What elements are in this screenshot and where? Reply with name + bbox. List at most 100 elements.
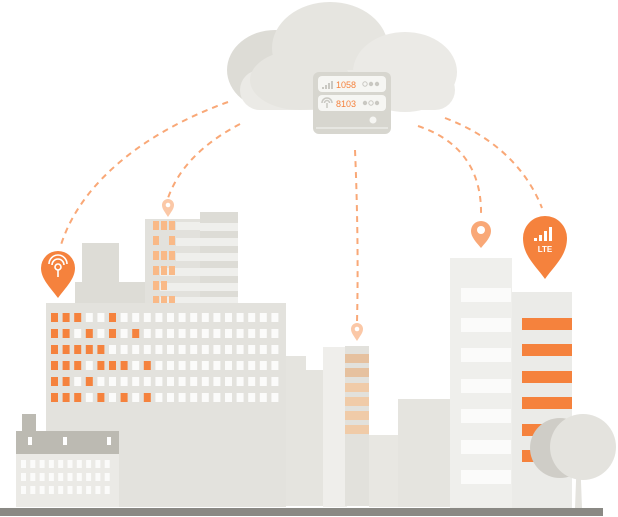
window bbox=[30, 473, 36, 481]
window-lit bbox=[153, 236, 159, 245]
window-lit bbox=[161, 296, 167, 305]
window-lit bbox=[74, 313, 82, 322]
window bbox=[190, 313, 198, 322]
window bbox=[109, 377, 116, 386]
window-lit bbox=[51, 329, 58, 338]
wifi-hotspot-icon bbox=[48, 254, 68, 277]
window-lit bbox=[97, 345, 105, 354]
window-lit bbox=[97, 393, 105, 402]
window-lit bbox=[74, 345, 82, 354]
window bbox=[155, 313, 163, 322]
window bbox=[21, 486, 26, 494]
window bbox=[201, 345, 209, 354]
window bbox=[201, 313, 209, 322]
window bbox=[259, 393, 267, 402]
window bbox=[225, 361, 232, 370]
window bbox=[143, 345, 151, 354]
window bbox=[225, 329, 232, 338]
window-lit bbox=[51, 313, 58, 322]
window-lit bbox=[62, 361, 70, 370]
server-led bbox=[369, 116, 377, 124]
window bbox=[95, 486, 101, 494]
window-lit bbox=[120, 361, 128, 370]
window bbox=[132, 345, 140, 354]
window bbox=[143, 313, 151, 322]
window bbox=[248, 361, 256, 370]
window bbox=[236, 361, 244, 370]
window bbox=[271, 329, 279, 338]
window bbox=[85, 393, 93, 402]
window bbox=[167, 313, 174, 322]
window bbox=[30, 460, 36, 468]
window bbox=[109, 345, 116, 354]
window-lit bbox=[62, 393, 70, 402]
window bbox=[225, 313, 232, 322]
window-lit bbox=[109, 361, 116, 370]
window bbox=[225, 377, 232, 386]
window bbox=[248, 393, 256, 402]
window bbox=[132, 313, 140, 322]
window bbox=[178, 345, 186, 354]
window bbox=[236, 393, 244, 402]
window bbox=[76, 473, 82, 481]
window bbox=[76, 460, 82, 468]
window bbox=[167, 329, 174, 338]
server-wifi-count: 8103 bbox=[336, 99, 356, 109]
window bbox=[155, 345, 163, 354]
window bbox=[201, 361, 209, 370]
window bbox=[67, 460, 73, 468]
window bbox=[236, 377, 244, 386]
window-lit bbox=[169, 266, 175, 275]
ground bbox=[0, 508, 603, 516]
window-lit bbox=[51, 393, 58, 402]
window-lit bbox=[51, 361, 58, 370]
window bbox=[95, 473, 101, 481]
window bbox=[85, 313, 93, 322]
window bbox=[259, 313, 267, 322]
window bbox=[132, 361, 140, 370]
window bbox=[95, 460, 101, 468]
window bbox=[86, 473, 92, 481]
window bbox=[120, 313, 128, 322]
window-lit bbox=[85, 329, 93, 338]
window bbox=[167, 345, 174, 354]
connection-line-center bbox=[354, 149, 359, 323]
middle-buildings bbox=[284, 346, 453, 507]
wifi-icon bbox=[321, 97, 333, 108]
window bbox=[259, 361, 267, 370]
window bbox=[236, 329, 244, 338]
window bbox=[248, 377, 256, 386]
window bbox=[271, 361, 279, 370]
tower-windows bbox=[153, 221, 175, 305]
window bbox=[67, 473, 73, 481]
window bbox=[48, 460, 54, 468]
window bbox=[67, 486, 73, 494]
window bbox=[213, 329, 221, 338]
server-box: 1058 8103 bbox=[313, 72, 391, 134]
window bbox=[178, 313, 186, 322]
window bbox=[86, 460, 92, 468]
window bbox=[190, 329, 198, 338]
connection-line-lte bbox=[444, 117, 543, 209]
window-lit bbox=[153, 251, 159, 260]
window bbox=[190, 345, 198, 354]
server-signal-count: 1058 bbox=[336, 80, 356, 90]
window bbox=[120, 345, 128, 354]
window bbox=[248, 313, 256, 322]
window bbox=[143, 377, 151, 386]
window bbox=[86, 486, 92, 494]
window bbox=[58, 486, 64, 494]
tree bbox=[530, 414, 616, 508]
window bbox=[97, 329, 105, 338]
window-lit bbox=[143, 361, 151, 370]
window bbox=[58, 460, 64, 468]
window bbox=[213, 313, 221, 322]
window-lit bbox=[153, 281, 159, 290]
window-lit bbox=[62, 345, 70, 354]
window-lit bbox=[109, 313, 116, 322]
window bbox=[248, 329, 256, 338]
wifi-pin bbox=[41, 251, 75, 298]
window bbox=[167, 361, 174, 370]
window-lit bbox=[74, 361, 82, 370]
